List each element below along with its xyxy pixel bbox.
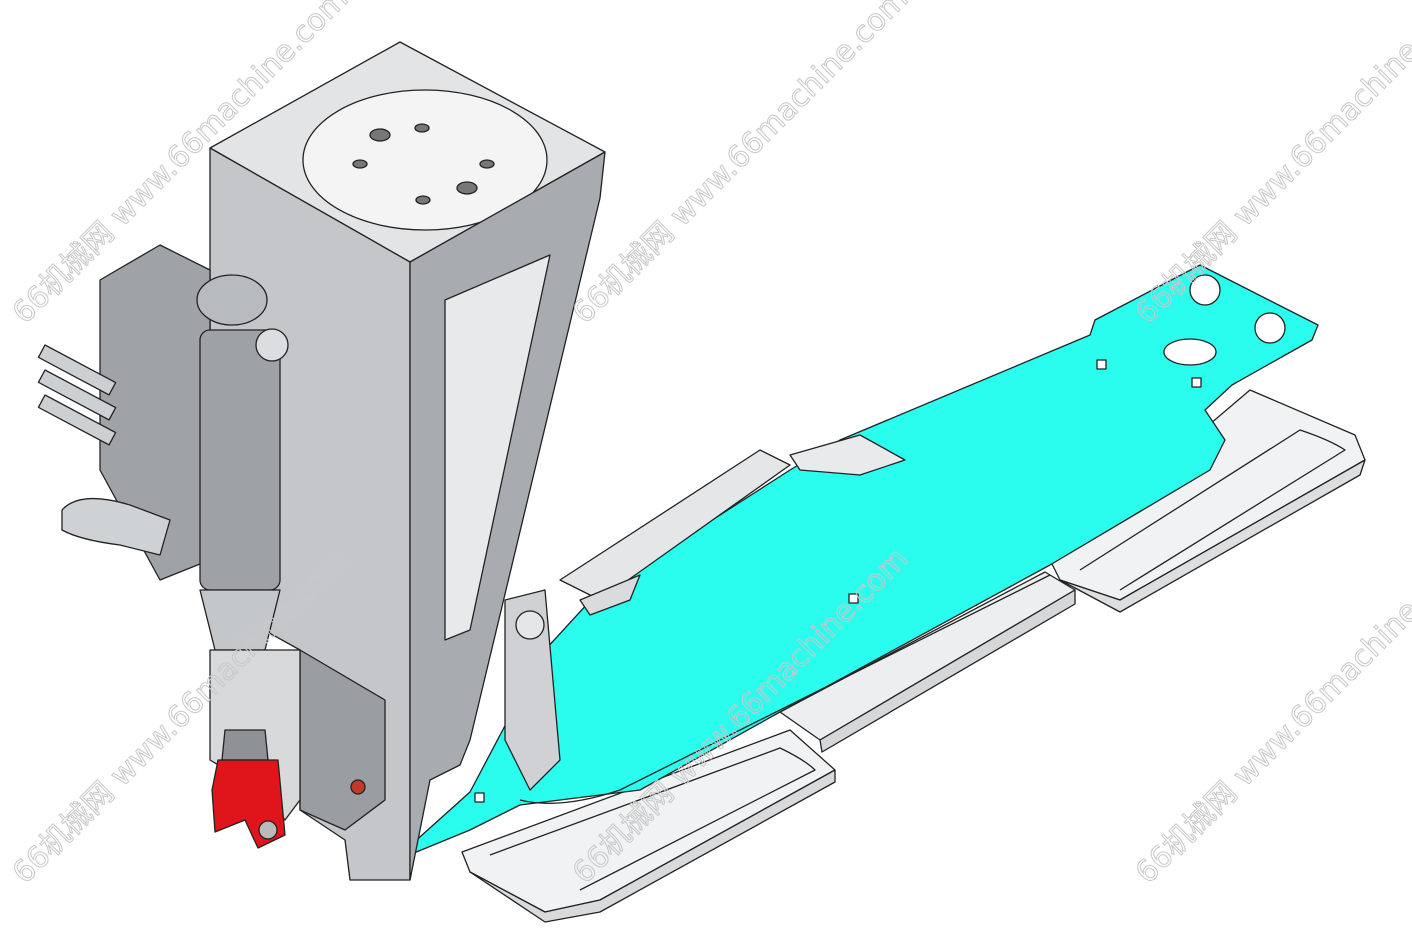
plate-connectors — [559, 434, 906, 616]
tray-right — [1049, 389, 1366, 613]
plate-hole — [1189, 274, 1221, 306]
pneumatic-cylinder — [199, 329, 281, 591]
indicator-dot — [350, 779, 366, 795]
side-clamp — [504, 589, 561, 791]
tray-middle — [779, 571, 1076, 753]
plate-hole — [1254, 312, 1286, 344]
watermark: 66机械网 www.66machine.com — [1129, 541, 1412, 890]
watermark: 66机械网 www.66machine.com — [566, 0, 915, 331]
rotary-disc — [302, 89, 548, 231]
tray-left — [461, 729, 836, 923]
valve-assembly — [37, 244, 301, 849]
watermark: 66机械网 www.66machine.com — [1129, 0, 1412, 331]
plate-slot — [1163, 338, 1217, 366]
